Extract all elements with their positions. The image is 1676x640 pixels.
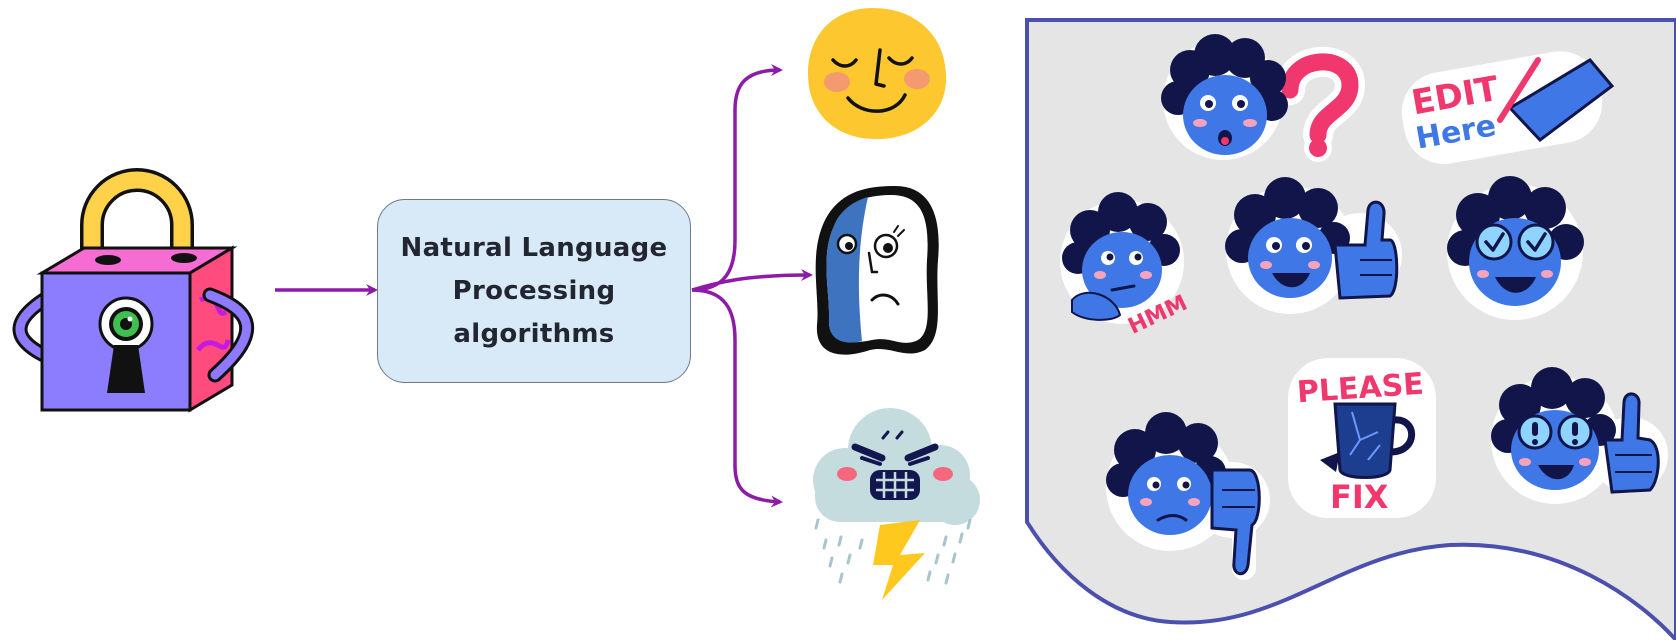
thumbs-up-sticker xyxy=(1225,177,1402,314)
please-fix-sticker: PLEASE FIX xyxy=(1288,358,1436,518)
padlock-with-eye-icon xyxy=(12,168,255,413)
nlp-label-line-2: Processing xyxy=(452,275,616,306)
angry-storm-cloud-icon xyxy=(813,408,980,600)
svg-text:FIX: FIX xyxy=(1330,478,1389,516)
edit-here-sticker: EDIT Here xyxy=(1401,51,1615,164)
hmm-thinking-sticker: HMM xyxy=(1060,192,1191,340)
nlp-label-line-3: algorithms xyxy=(453,318,615,349)
thumbs-down-sticker xyxy=(1106,412,1270,580)
calm-smiling-sun-face-icon xyxy=(807,8,947,140)
question-sticker xyxy=(1161,34,1366,162)
arrow-to-neutral-output xyxy=(691,269,813,292)
nlp-algorithms-box: Natural Language Processing algorithms xyxy=(377,199,691,383)
output-arrows xyxy=(691,64,813,508)
nlp-label-line-1: Natural Language xyxy=(400,232,668,263)
arrow-to-happy-output xyxy=(691,64,783,292)
surprised-pointing-sticker xyxy=(1491,367,1668,504)
neutral-two-tone-face-icon xyxy=(815,186,939,355)
check-eyes-sticker xyxy=(1447,176,1584,320)
arrow-to-angry-output xyxy=(691,288,783,508)
